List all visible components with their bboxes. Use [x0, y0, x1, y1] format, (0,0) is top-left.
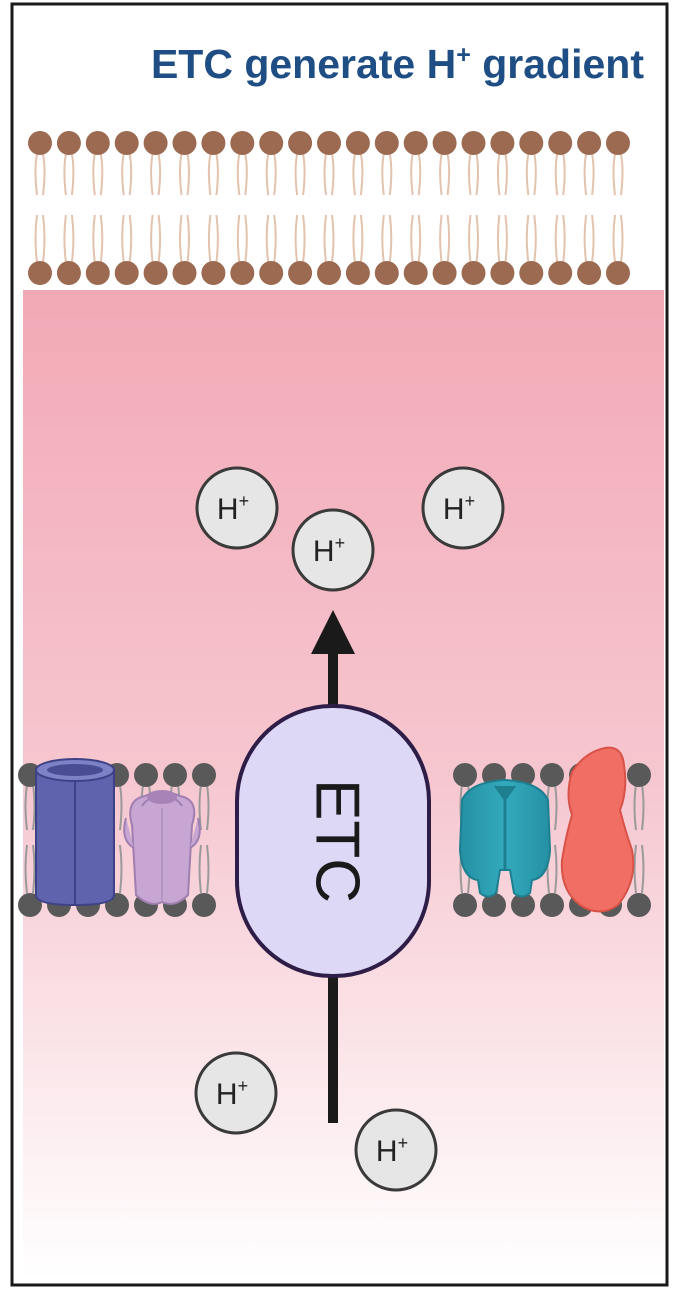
teal-transporter-protein [458, 778, 552, 898]
outer-phospholipid [317, 131, 341, 285]
outer-phospholipid [85, 131, 110, 285]
proton-label: H+ [313, 533, 345, 568]
outer-phospholipid [432, 131, 457, 285]
outer-phospholipid [259, 131, 284, 285]
proton-below-membrane: H+ [354, 1108, 438, 1192]
etc-label: ETC [303, 779, 372, 903]
outer-phospholipid [345, 131, 370, 285]
outer-phospholipid [56, 131, 81, 285]
outer-phospholipid [28, 131, 52, 285]
outer-phospholipid [172, 131, 197, 285]
inner-phospholipid [18, 763, 42, 917]
outer-phospholipid [288, 131, 313, 285]
inner-phospholipid [540, 763, 564, 917]
outer-phospholipid [577, 131, 602, 285]
outer-phospholipid [548, 131, 573, 285]
page-title: ETC generate H+ gradient [151, 41, 644, 87]
red-protein [560, 746, 635, 913]
outer-lipid-bilayer [28, 131, 630, 285]
purple-channel-protein [123, 790, 201, 905]
proton-label: H+ [216, 1076, 248, 1111]
outer-phospholipid [374, 131, 399, 285]
outer-phospholipid [114, 131, 139, 285]
outer-phospholipid [490, 131, 515, 285]
outer-phospholipid [519, 131, 544, 285]
etc-complex: ETC [235, 704, 431, 978]
title-main: ETC generate H [151, 41, 456, 87]
inner-phospholipid [627, 763, 651, 917]
proton-label: H+ [376, 1133, 408, 1168]
proton-above-membrane: H+ [291, 508, 375, 592]
proton-group: H+ H+ H+ H+ H+ [194, 466, 505, 1192]
proton-above-membrane: H+ [195, 466, 279, 550]
proton-label: H+ [217, 491, 249, 526]
title-tail: gradient [471, 41, 644, 87]
outer-phospholipid [230, 131, 255, 285]
barrel-channel-protein [35, 758, 115, 907]
outer-phospholipid [143, 131, 168, 285]
outer-phospholipid [461, 131, 486, 285]
outer-phospholipid [606, 131, 630, 285]
title-superscript: + [456, 41, 471, 69]
outer-phospholipid [201, 131, 226, 285]
proton-above-membrane: H+ [421, 466, 505, 550]
proton-label: H+ [443, 491, 475, 526]
outer-phospholipid [403, 131, 428, 285]
proton-below-membrane: H+ [194, 1051, 278, 1135]
